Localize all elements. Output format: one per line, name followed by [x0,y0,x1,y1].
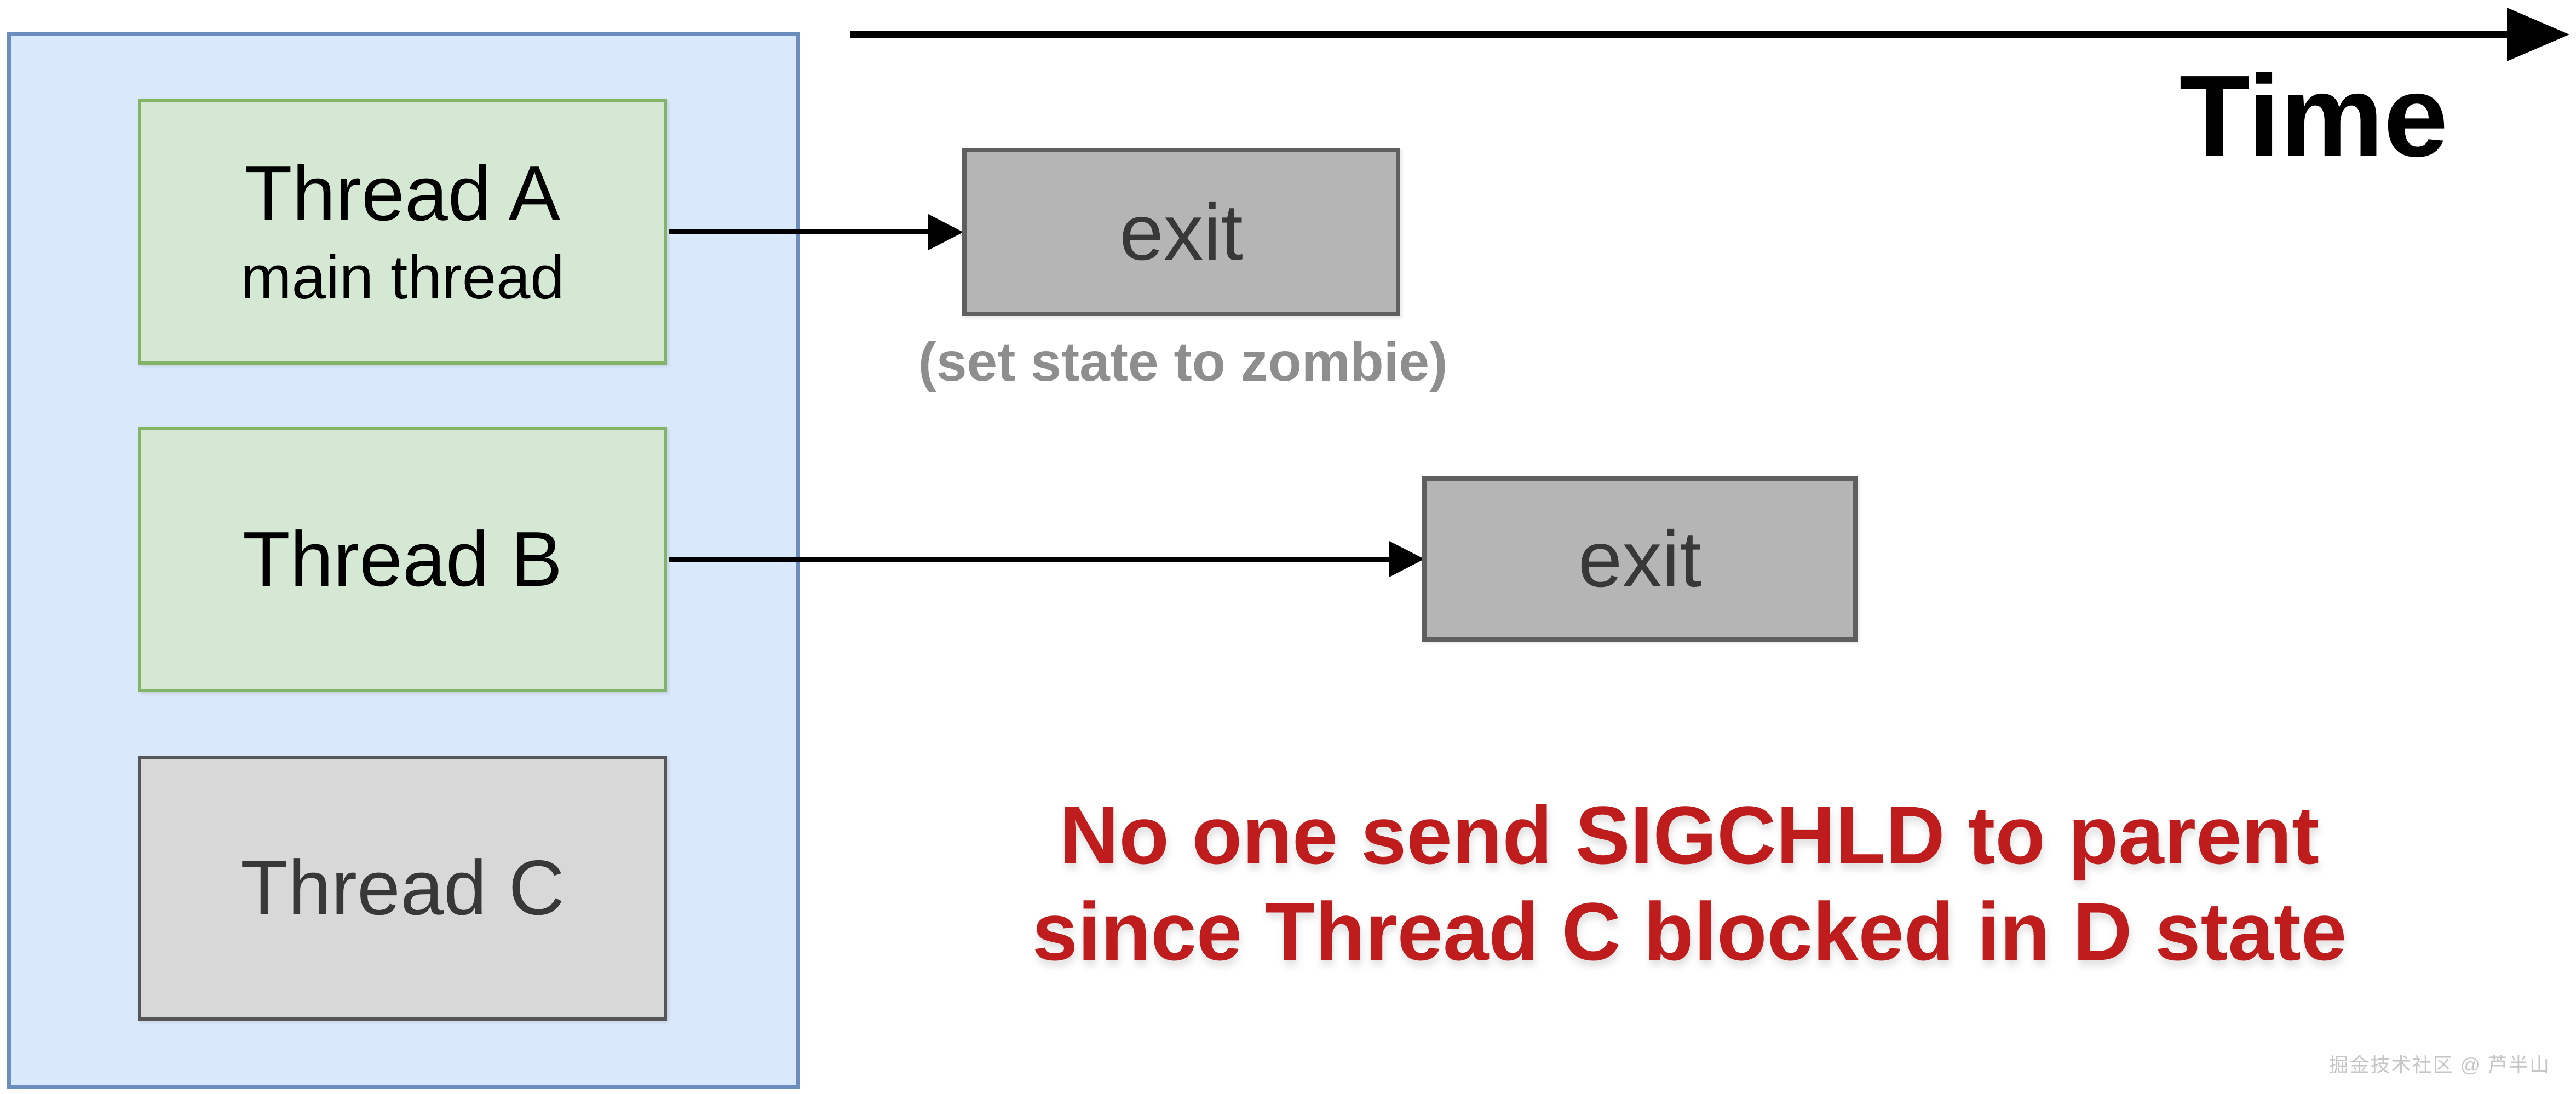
thread-b-exit-arrowhead-icon [1389,541,1424,577]
thread-a-exit-arrow-line [669,229,932,234]
thread-c-label: Thread C [240,844,565,931]
exit-box-thread-b: exit [1422,476,1858,642]
zombie-state-note: (set state to zombie) [918,331,1448,393]
thread-a-label: Thread A [244,150,561,237]
sigchld-annotation: No one send SIGCHLD to parent since Thre… [1013,787,2366,980]
exit-box-thread-b-label: exit [1578,514,1702,603]
exit-box-thread-a: exit [962,148,1400,316]
sigchld-annotation-line2: since Thread C blocked in D state [1032,885,2347,977]
thread-a-exit-arrowhead-icon [928,214,963,250]
thread-b-label: Thread B [242,516,563,603]
thread-a-box: Thread A main thread [138,99,667,365]
time-axis-arrow-line [850,31,2510,38]
exit-box-thread-a-label: exit [1119,187,1243,277]
thread-c-box: Thread C [138,756,667,1021]
watermark: 掘金技术社区 @ 芦半山 [2328,1053,2550,1076]
sigchld-annotation-line1: No one send SIGCHLD to parent [1059,789,2320,881]
thread-b-box: Thread B [138,427,667,692]
time-axis-arrowhead-icon [2507,8,2569,61]
thread-a-sublabel: main thread [240,243,565,312]
time-axis-label: Time [2179,51,2448,181]
thread-b-exit-arrow-line [669,557,1392,562]
